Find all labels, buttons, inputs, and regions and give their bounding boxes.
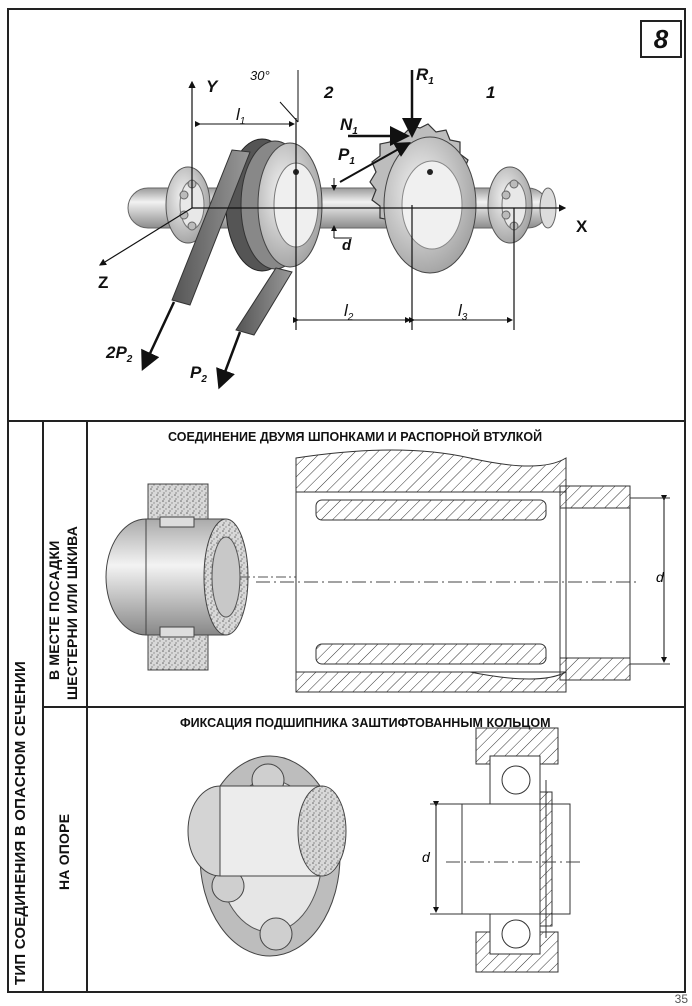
dimension-lines <box>195 70 513 323</box>
row2-title: ФИКСАЦИЯ ПОДШИПНИКА ЗАШТИФТОВАННЫМ КОЛЬЦ… <box>180 716 551 730</box>
pulley <box>225 138 323 272</box>
page-number-badge: 8 <box>640 20 682 58</box>
bearing-section-view: d <box>422 727 580 973</box>
force-2p2-label: 2P2 <box>105 343 133 365</box>
dim-l1-label: l1 <box>236 105 245 127</box>
page-number: 35 <box>674 992 688 1006</box>
hub-3d-view <box>105 483 300 671</box>
row2-dim-d: d <box>422 849 431 865</box>
bearing-fixation-illustration: d <box>187 727 580 973</box>
divider-middle <box>44 706 686 708</box>
dim-l3-label: l3 <box>458 301 468 323</box>
axis-y-label: Y <box>206 77 219 96</box>
angle-label: 30° <box>250 68 270 83</box>
force-arrows <box>141 70 422 390</box>
key-joint-illustration: d <box>105 449 670 693</box>
divider-top <box>7 420 686 422</box>
coordinate-axes <box>98 80 567 330</box>
belts <box>171 149 293 336</box>
gear-number: 1 <box>486 83 495 102</box>
section-view: d <box>256 449 670 693</box>
page-frame <box>7 8 686 993</box>
bearing-3d-view <box>187 755 347 957</box>
right-bearing <box>487 166 533 244</box>
axis-z-label: Z <box>98 273 108 292</box>
row1-dim-d: d <box>656 569 665 585</box>
gear <box>369 123 477 274</box>
side-column-divider-2 <box>86 420 88 993</box>
axis-x-label: X <box>576 217 588 236</box>
force-n1-label: N1 <box>340 115 358 137</box>
dim-d-label: d <box>342 237 352 254</box>
force-r1-label: R1 <box>416 65 434 87</box>
shaft-load-diagram: Y X Z 30° 2 1 R1 N1 P1 2P2 P2 l1 l2 l3 d <box>98 65 588 390</box>
force-p1-label: P1 <box>338 145 355 167</box>
side-column-divider-1 <box>42 420 44 993</box>
dim-l2-label: l2 <box>344 301 354 323</box>
row1-title: СОЕДИНЕНИЕ ДВУМЯ ШПОНКАМИ И РАСПОРНОЙ ВТ… <box>168 430 543 444</box>
pulley-number: 2 <box>323 83 334 102</box>
force-p2-label: P2 <box>190 363 207 385</box>
